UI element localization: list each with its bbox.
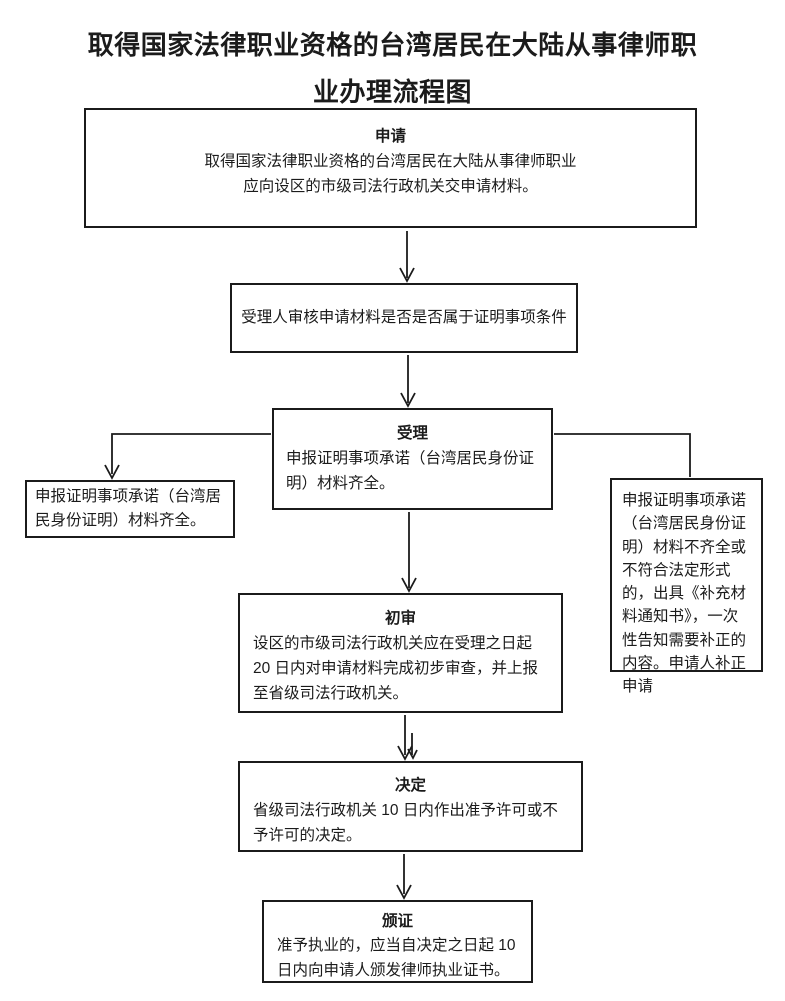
node-apply-title: 申请 xyxy=(374,128,406,145)
arrow-initial-to-decision xyxy=(397,715,418,761)
node-accept: 受理 申报证明事项承诺（台湾居民身份证明）材料齐全。 xyxy=(272,408,553,510)
node-decision-title: 决定 xyxy=(394,777,426,794)
node-accept-body: 申报证明事项承诺（台湾居民身份证明）材料齐全。 xyxy=(286,450,535,493)
node-decision-body: 省级司法行政机关 10 日内作出准予许可或不予许可的决定。 xyxy=(253,802,558,845)
arrow-apply-to-review xyxy=(399,231,415,283)
node-initial-review-title: 初审 xyxy=(384,610,416,627)
node-initial-review: 初审 设区的市级司法行政机关应在受理之日起 20 日内对申请材料完成初步审查，并… xyxy=(238,593,563,713)
connector-accept-to-left-branch xyxy=(104,433,271,480)
arrow-review-to-accept xyxy=(400,355,416,408)
node-certificate: 颁证 准予执业的，应当自决定之日起 10 日内向申请人颁发律师执业证书。 xyxy=(262,900,533,983)
node-initial-review-body: 设区的市级司法行政机关应在受理之日起 20 日内对申请材料完成初步审查，并上报至… xyxy=(253,635,539,703)
node-certificate-title: 颁证 xyxy=(381,913,413,930)
node-review: 受理人审核申请材料是否是否属于证明事项条件 xyxy=(230,283,578,353)
node-certificate-body: 准予执业的，应当自决定之日起 10 日内向申请人颁发律师执业证书。 xyxy=(277,937,516,979)
node-left-branch-body: 申报证明事项承诺（台湾居民身份证明）材料齐全。 xyxy=(35,487,222,529)
connector-accept-to-right-branch xyxy=(554,433,691,477)
node-right-branch: 申报证明事项承诺（台湾居民身份证明）材料不齐全或不符合法定形式的，出具《补充材料… xyxy=(610,478,763,695)
page-title: 取得国家法律职业资格的台湾居民在大陆从事律师职业办理流程图 xyxy=(87,30,698,107)
node-review-body: 受理人审核申请材料是否是否属于证明事项条件 xyxy=(241,309,567,327)
node-accept-title: 受理 xyxy=(396,425,428,442)
node-left-branch: 申报证明事项承诺（台湾居民身份证明）材料齐全。 xyxy=(25,480,235,538)
node-apply-body: 取得国家法律职业资格的台湾居民在大陆从事律师职业应向设区的市级司法行政机关交申请… xyxy=(204,153,577,196)
arrow-decision-to-certificate xyxy=(396,854,412,900)
arrow-accept-to-initial xyxy=(401,512,417,593)
node-decision: 决定 省级司法行政机关 10 日内作出准予许可或不予许可的决定。 xyxy=(238,761,583,852)
node-apply: 申请 取得国家法律职业资格的台湾居民在大陆从事律师职业应向设区的市级司法行政机关… xyxy=(84,108,697,228)
node-right-branch-body: 申报证明事项承诺（台湾居民身份证明）材料不齐全或不符合法定形式的，出具《补充材料… xyxy=(622,492,747,695)
